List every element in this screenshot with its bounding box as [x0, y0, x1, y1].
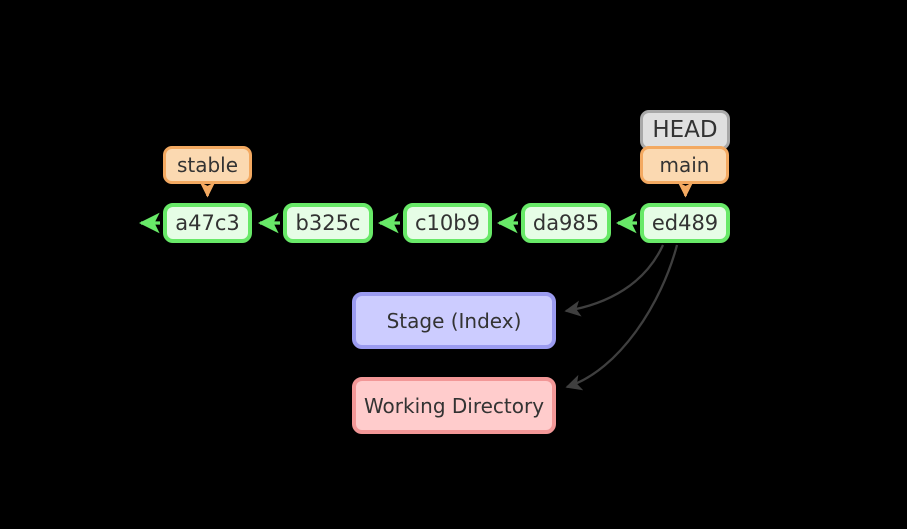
commit-hash-label: b325c — [295, 211, 361, 235]
working-directory-box: Working Directory — [352, 377, 556, 434]
commit-hash-label: ed489 — [651, 211, 719, 235]
stage-index-label: Stage (Index) — [386, 308, 522, 333]
commit-to-stage-arrow — [564, 244, 665, 317]
commit-node-a47c3: a47c3 — [163, 203, 252, 243]
commit-node-c10b9: c10b9 — [403, 203, 492, 243]
branch-tag-main: main — [640, 146, 729, 184]
working-directory-label: Working Directory — [363, 393, 545, 418]
commit-hash-label: da985 — [532, 211, 600, 235]
head-label: HEAD — [652, 117, 718, 143]
head-tag: HEAD — [640, 110, 730, 150]
commit-hash-label: c10b9 — [415, 211, 480, 235]
branch-stable-label: stable — [176, 153, 239, 177]
commit-node-ed489: ed489 — [640, 203, 730, 243]
commit-hash-label: a47c3 — [175, 211, 240, 235]
branch-tag-stable: stable — [163, 146, 252, 184]
commit-to-workdir-arrow — [565, 244, 679, 391]
stage-index-box: Stage (Index) — [352, 292, 556, 349]
commit-node-da985: da985 — [521, 203, 611, 243]
commit-node-b325c: b325c — [283, 203, 373, 243]
branch-main-label: main — [659, 153, 710, 177]
